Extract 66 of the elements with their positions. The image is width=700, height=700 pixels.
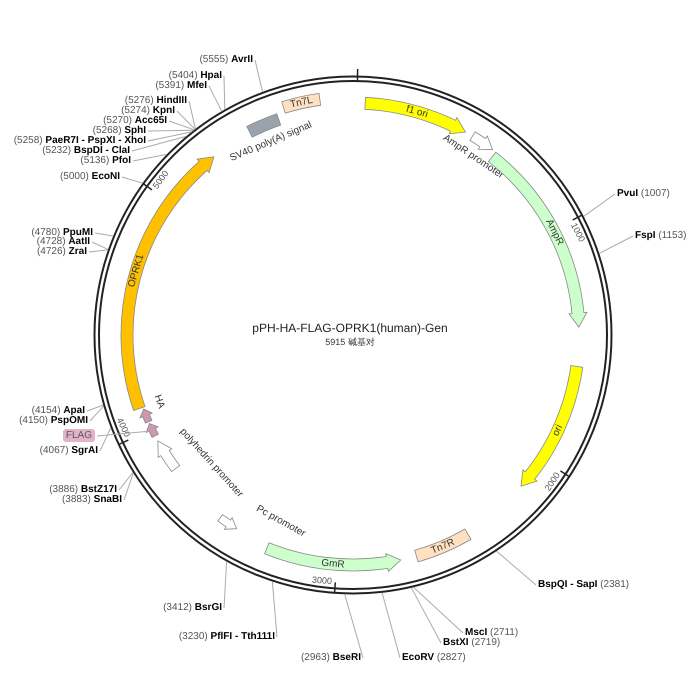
leader-line [224, 561, 228, 608]
leader-line [100, 427, 112, 452]
restriction-site-label: (5270) Acc65I [103, 115, 167, 127]
restriction-site-label: FspI (1153) [635, 230, 687, 242]
restriction-site-label: (5000) EcoNI [60, 171, 120, 183]
restriction-site-label: (5555) AvrII [199, 54, 253, 66]
leader-line [176, 110, 196, 130]
restriction-site-label: (4067) SgrAI [40, 445, 98, 457]
restriction-site-label: (4726) ZraI [36, 246, 87, 258]
tag-feature [146, 423, 159, 438]
feature-box: Tn7R [414, 528, 472, 562]
tick-label: 3000 [312, 574, 332, 586]
feature-box: Tn7L [281, 93, 322, 114]
tick-label: 4000 [114, 416, 132, 439]
leader-line [598, 236, 634, 254]
leader-line [118, 472, 134, 490]
leader-line [188, 100, 196, 130]
restriction-site-label: (5258) PaeR7I - PspXI - XhoI [14, 135, 146, 147]
restriction-site-label: (3883) SnaBI [62, 494, 122, 506]
restriction-site-label: (5391) MfeI [155, 80, 207, 92]
restriction-site-label: (5404) HpaI [168, 70, 222, 82]
restriction-site-label: EcoRV (2827) [402, 652, 466, 664]
leader-line [224, 76, 226, 110]
leader-line [382, 592, 400, 658]
leader-line [254, 60, 263, 92]
leader-line [92, 242, 108, 250]
leader-line [496, 550, 536, 586]
leader-line [208, 86, 222, 112]
restriction-site-label: (4150) PspOMI [19, 415, 88, 427]
restriction-site-label: (4154) ApaI [32, 405, 85, 417]
leader-line [344, 594, 364, 658]
leader-line [148, 131, 192, 142]
restriction-site-label: (3230) PflFI - Tth111I [178, 631, 275, 643]
caption: 5915 碱基对 [324, 336, 376, 349]
leader-line [122, 176, 144, 184]
leader-line [148, 130, 194, 132]
feature-feature: GmR [264, 542, 402, 572]
leader-line [583, 194, 616, 217]
leader-line [410, 587, 442, 644]
leader-line [90, 406, 104, 422]
tick-label: 1000 [568, 221, 588, 244]
leader-line [94, 232, 114, 236]
leader-line [86, 404, 104, 412]
leader-line [168, 120, 195, 130]
leader-line [132, 136, 186, 152]
leader-line [272, 581, 278, 638]
leader-line [124, 472, 134, 500]
leader-line [88, 249, 108, 252]
leader-line [132, 154, 168, 162]
tag-label: FLAG [62, 429, 95, 442]
restriction-site-label: (5274) KpnI [121, 105, 175, 117]
restriction-site-label: MscI (2711) [465, 627, 518, 639]
restriction-site-label: (5276) HindIII [124, 95, 187, 107]
leader-line [413, 586, 464, 634]
feature-feature: f1 ori [364, 96, 466, 134]
restriction-site-label: BspQI - SapI (2381) [538, 579, 630, 591]
leader-line [96, 430, 150, 436]
restriction-site-label: (5268) SphI [92, 125, 146, 137]
restriction-site-label: (5232) BspDI - ClaI [42, 145, 130, 157]
restriction-site-label: PvuI (1007) [617, 188, 670, 200]
restriction-site-label: (2963) BseRI [300, 652, 361, 664]
restriction-site-label: (4728) AatII [36, 236, 90, 248]
restriction-site-label: (3412) BsrGI [163, 602, 222, 614]
title: pPH-HA-FLAG-OPRK1(human)-Gen [251, 321, 449, 335]
restriction-site-label: (3886) BstZ17I [49, 484, 117, 496]
restriction-site-label: BstXI (2719) [443, 637, 500, 649]
